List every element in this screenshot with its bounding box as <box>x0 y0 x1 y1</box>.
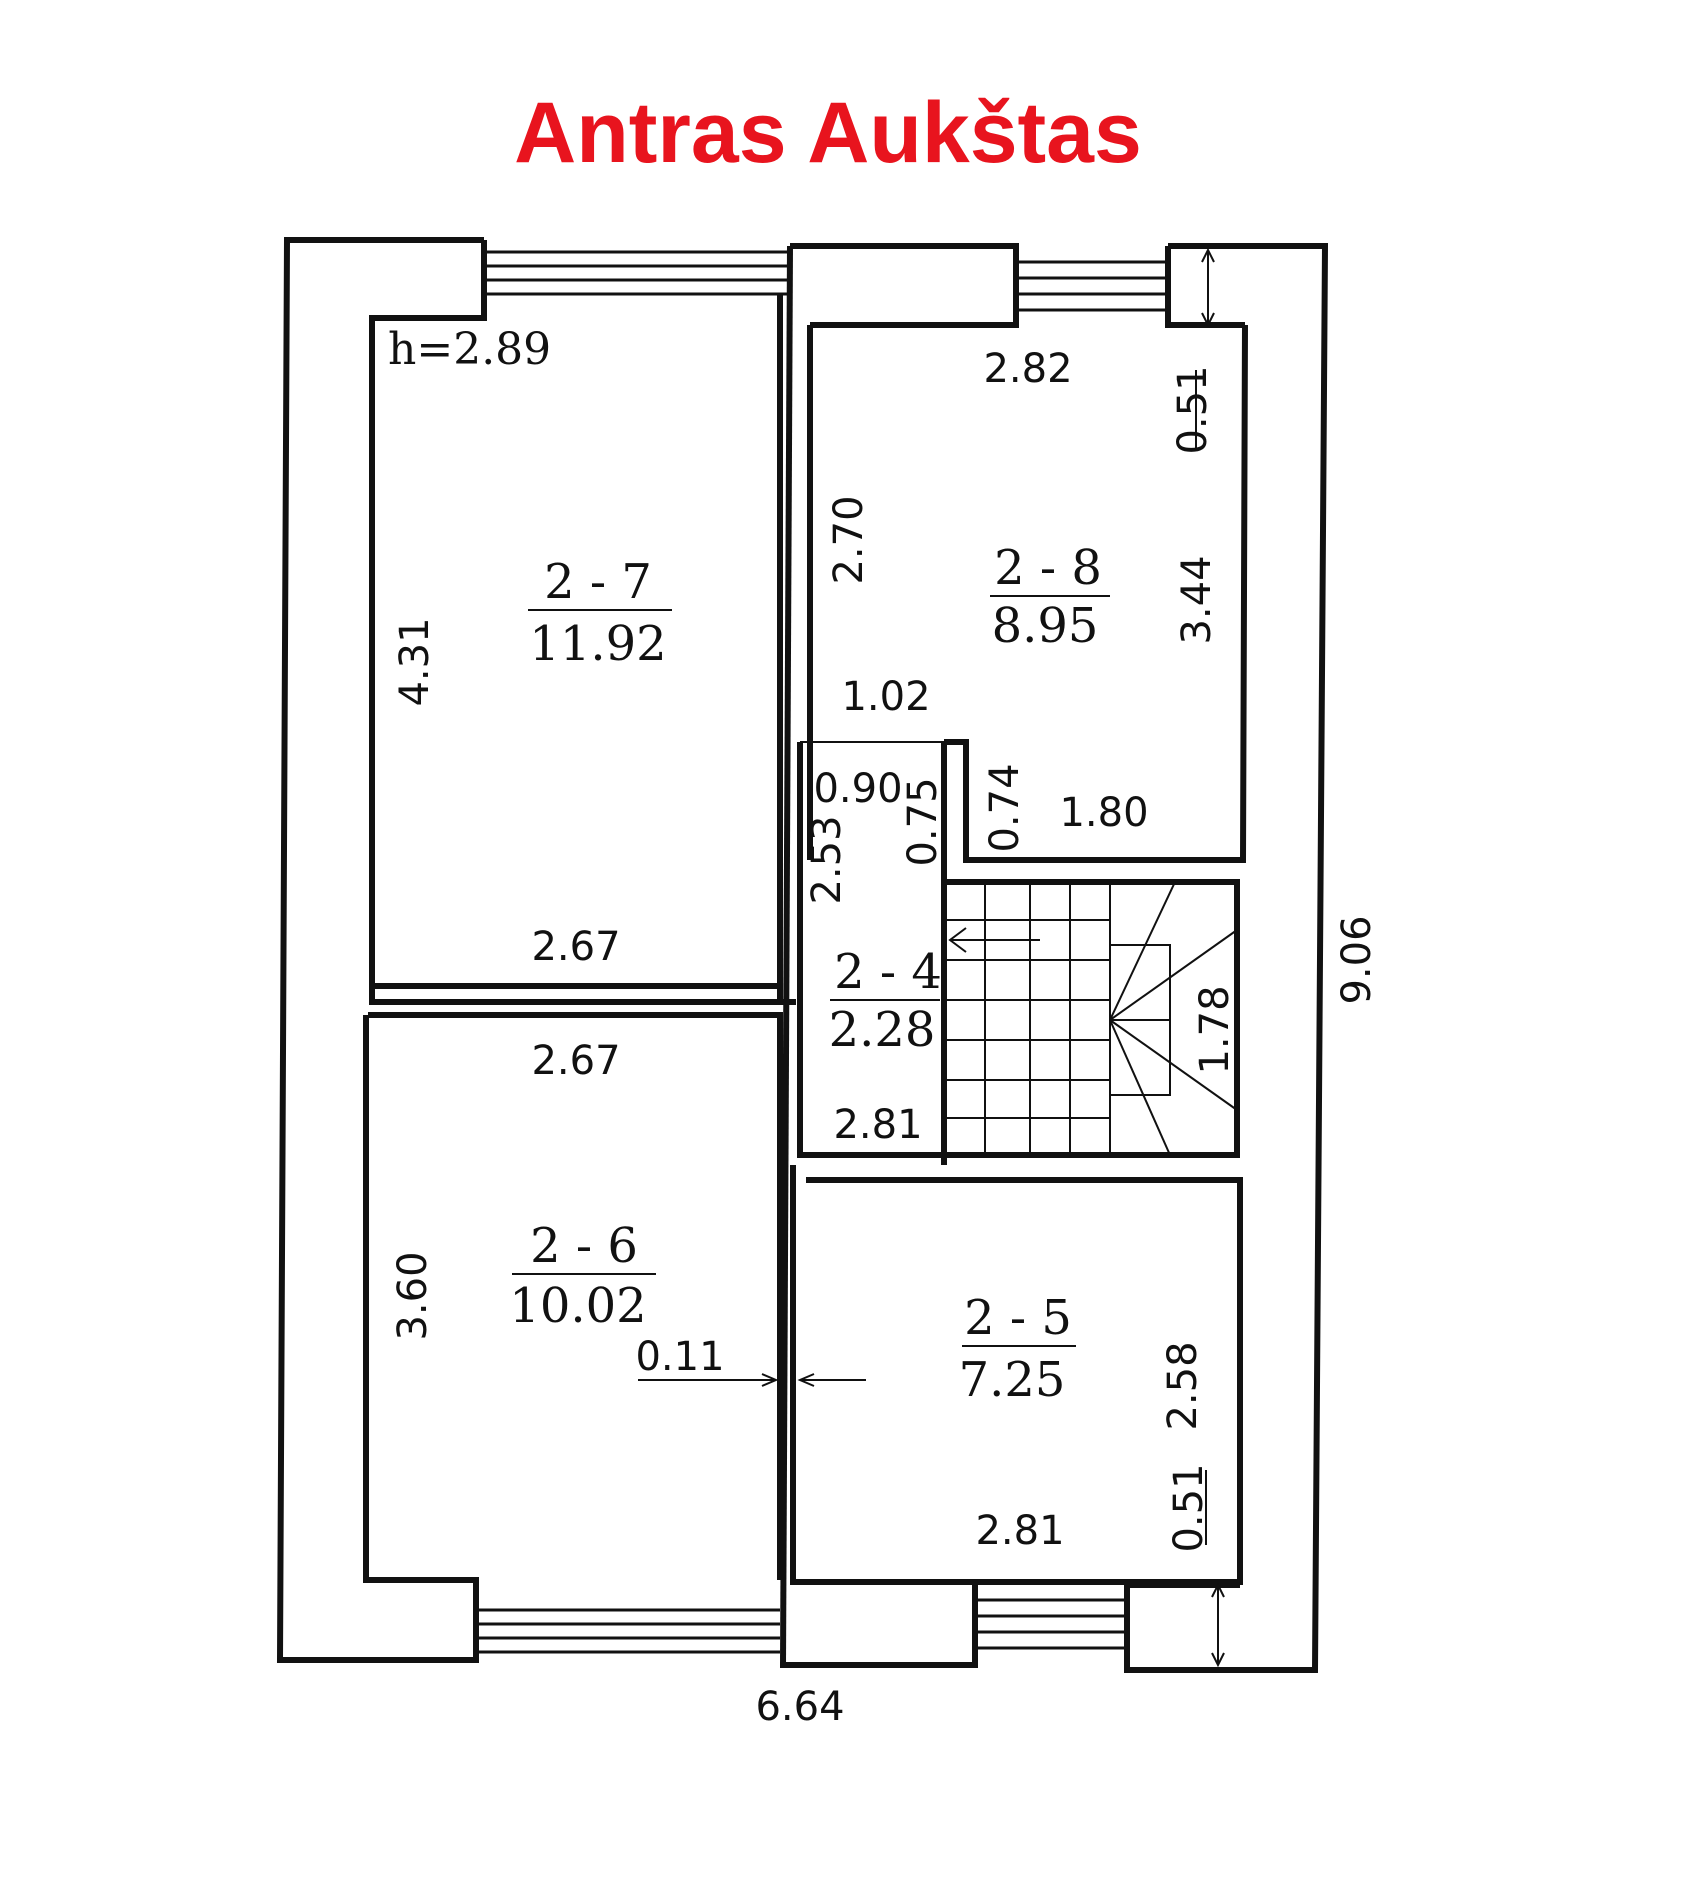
interior-walls <box>368 294 1248 1585</box>
dim-room-2-8-notch: 0.74 <box>982 763 1028 852</box>
room-number: 2 - 5 <box>964 1290 1072 1346</box>
room-area: 7.25 <box>959 1352 1066 1408</box>
dim-room-2-8-top: 2.82 <box>983 346 1072 392</box>
dim-room-2-7-width: 2.67 <box>531 924 620 970</box>
room-2-6-label: 2 - 6 10.02 <box>509 1218 656 1334</box>
room-number: 2 - 8 <box>994 540 1102 596</box>
dim-corridor-bottom: 2.81 <box>833 1102 922 1148</box>
staircase <box>944 881 1238 1156</box>
window-bottom-left <box>476 1608 780 1654</box>
room-area: 11.92 <box>529 616 666 672</box>
ceiling-height-label: h=2.89 <box>388 324 551 375</box>
dim-corridor-height: 2.53 <box>804 815 850 904</box>
dim-room-2-6-height: 3.60 <box>390 1251 436 1340</box>
dimension-lines <box>638 247 1225 1668</box>
plan-title: Antras Aukštas <box>514 85 1142 181</box>
room-area: 2.28 <box>829 1002 936 1058</box>
dim-room-2-5-height: 2.58 <box>1160 1341 1206 1430</box>
room-2-7-label: 2 - 7 11.92 <box>528 554 672 672</box>
room-area: 10.02 <box>509 1278 646 1334</box>
dim-room-2-8-bottom-left: 1.02 <box>841 674 930 720</box>
room-number: 2 - 6 <box>530 1218 638 1274</box>
dim-corridor-notch: 0.75 <box>900 777 946 866</box>
dim-room-2-8-left: 2.70 <box>826 495 872 584</box>
dim-wall-gap: 0.11 <box>635 1334 724 1380</box>
dim-room-2-8-bottom-right: 1.80 <box>1059 790 1148 836</box>
room-number: 2 - 4 <box>834 944 942 1000</box>
window-bottom-right <box>975 1598 1127 1650</box>
dim-total-width: 6.64 <box>755 1684 844 1730</box>
dim-stair-width: 1.78 <box>1192 985 1238 1074</box>
room-number: 2 - 7 <box>544 554 652 610</box>
window-top-right <box>1016 260 1168 312</box>
window-top-left <box>484 250 790 296</box>
room-2-4-label: 2 - 4 2.28 <box>829 944 942 1058</box>
room-2-8-label: 2 - 8 8.95 <box>990 540 1110 654</box>
room-2-5-label: 2 - 5 7.25 <box>959 1290 1076 1408</box>
room-area: 8.95 <box>992 598 1099 654</box>
dim-room-2-8-window-depth: 0.51 <box>1170 365 1216 454</box>
dim-room-2-7-height: 4.31 <box>392 617 438 706</box>
dim-room-2-5-bottom: 2.81 <box>975 1508 1064 1554</box>
dim-room-2-5-window-depth: 0.51 <box>1166 1463 1212 1552</box>
dim-corridor-top: 0.90 <box>813 766 902 812</box>
dim-room-2-6-top: 2.67 <box>531 1038 620 1084</box>
dim-total-length: 9.06 <box>1334 915 1380 1004</box>
dim-room-2-8-right: 3.44 <box>1174 555 1220 644</box>
